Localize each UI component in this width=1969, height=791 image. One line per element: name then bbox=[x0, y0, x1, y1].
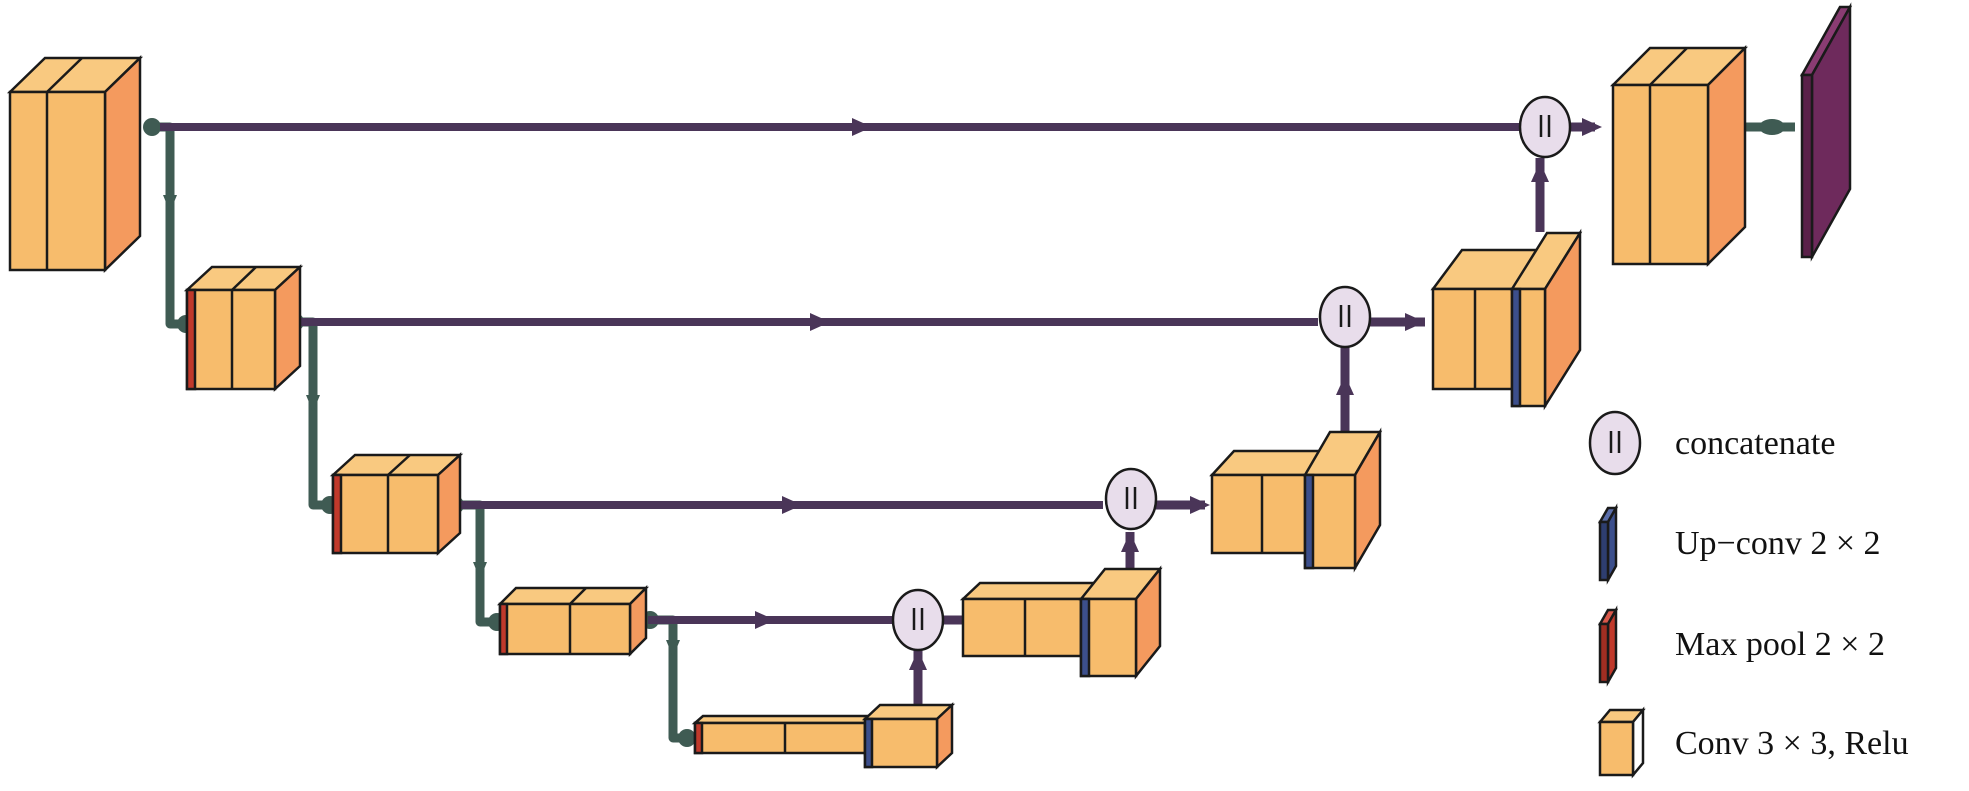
conv-block-decoder-3-concat bbox=[1209, 449, 1333, 555]
skip-connections bbox=[160, 123, 1525, 624]
concatenate-icon bbox=[1318, 285, 1372, 349]
legend-label-up-conv: Up−conv 2 × 2 bbox=[1675, 525, 1881, 562]
conv-block-icon bbox=[1597, 706, 1646, 779]
conv-block-encoder-3 bbox=[329, 452, 464, 556]
conv-block-encoder-4 bbox=[496, 584, 650, 658]
concatenate-icon bbox=[1104, 467, 1158, 531]
legend-icons bbox=[1588, 410, 1646, 779]
up-arrowheads bbox=[909, 118, 1602, 670]
up-conv-icon bbox=[1597, 503, 1619, 585]
conv-block-decoder-4 bbox=[1509, 228, 1583, 411]
conv-block-encoder-1 bbox=[6, 55, 144, 273]
legend-label-concatenate: concatenate bbox=[1675, 425, 1836, 462]
concatenate-icon bbox=[891, 588, 945, 652]
legend-label-max-pool: Max pool 2 × 2 bbox=[1675, 626, 1885, 663]
skip-arrowheads bbox=[755, 118, 872, 629]
conv-block-decoder-1 bbox=[861, 702, 956, 770]
conv-block-encoder-2 bbox=[183, 264, 304, 392]
output-layer bbox=[1799, 2, 1853, 262]
concatenate-nodes bbox=[891, 95, 1572, 652]
conv-block-bottleneck bbox=[691, 713, 877, 756]
concatenate-icon bbox=[1518, 95, 1572, 159]
conv-block-decoder-3 bbox=[1302, 427, 1383, 573]
legend-label-conv: Conv 3 × 3, Relu bbox=[1675, 725, 1909, 762]
conv-block-decoder-2-concat bbox=[959, 581, 1102, 658]
concatenate-icon bbox=[1588, 410, 1642, 476]
conv-block-decoder-2 bbox=[1078, 565, 1163, 680]
max-pool-icon bbox=[1597, 605, 1619, 687]
conv-block-decoder-5 bbox=[1609, 44, 1749, 268]
